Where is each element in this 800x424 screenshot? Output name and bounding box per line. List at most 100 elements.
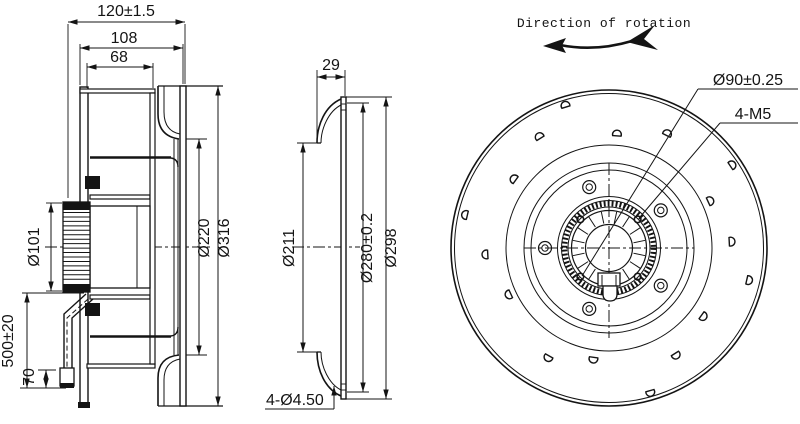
hub-spoke xyxy=(600,211,605,224)
motor-bolt-washer xyxy=(582,180,597,195)
dim-thread-holes: 4-M5 xyxy=(735,106,772,123)
hub-spoke xyxy=(572,252,585,257)
dim-arrowhead xyxy=(331,386,337,396)
balance-hole xyxy=(509,174,519,185)
balance-hole xyxy=(504,289,514,300)
balance-hole xyxy=(670,350,681,360)
hub-spoke xyxy=(629,261,641,269)
dim-arrowhead xyxy=(43,378,49,388)
bracket-arm-top xyxy=(79,88,156,94)
dimension-arrowheads xyxy=(24,19,389,406)
fins-band-bottom xyxy=(63,284,90,292)
cable-gland xyxy=(597,272,621,302)
dim-arrowhead xyxy=(43,370,49,380)
left-view-extension-lines xyxy=(20,24,207,389)
back-plate-circle xyxy=(505,144,713,352)
dim-arrowhead xyxy=(175,19,185,25)
dim-shroud-inlet-dia: Ø220 xyxy=(196,218,213,257)
dim-arrowhead xyxy=(196,139,202,149)
dim-arrowhead xyxy=(300,143,306,153)
impeller-rim-inner xyxy=(454,93,764,403)
hub-spoke xyxy=(633,252,646,257)
motor-bolt-washer xyxy=(537,240,553,256)
dim-arrowhead xyxy=(24,293,30,303)
balance-hole xyxy=(560,100,571,110)
hub-spoke xyxy=(588,216,596,228)
dim-depth-total: 120±1.5 xyxy=(97,3,155,20)
motor-bolts-group xyxy=(537,180,668,316)
shroud-curl-bottom-outer xyxy=(157,354,180,406)
power-cable xyxy=(59,293,94,388)
hub-spoke xyxy=(577,261,589,269)
balance-hole xyxy=(534,132,545,142)
dim-arrowhead xyxy=(48,281,54,291)
m5-holes-group xyxy=(576,215,642,281)
right-view-front: Ø90±0.25 4-M5 Direction of rotation xyxy=(450,16,798,407)
dim-arrowhead xyxy=(215,396,221,406)
dim-arrowhead xyxy=(300,342,306,352)
dim-hub-bolt-circle: Ø90±0.25 xyxy=(713,72,783,89)
middle-view-extension-lines xyxy=(297,70,392,400)
inlet-cone-bottom-inner xyxy=(320,351,342,391)
motor-fin-stripes xyxy=(63,212,90,280)
dim-ring-depth: 29 xyxy=(322,57,340,74)
motor-body xyxy=(89,205,151,289)
dim-flange-outer-dia: Ø298 xyxy=(383,228,400,267)
impeller-outer-rim xyxy=(450,89,768,407)
inlet-cone-top-inner xyxy=(320,104,342,144)
motor-bolt-washer xyxy=(582,301,597,316)
bolt-top xyxy=(85,176,100,189)
motor-bolt-washer xyxy=(653,278,668,293)
balance-hole xyxy=(645,388,656,397)
dim-arrowhead xyxy=(383,97,389,107)
hub-spoke xyxy=(629,227,641,235)
shroud-curl-bottom-inner xyxy=(163,358,181,406)
dim-arrowhead xyxy=(383,389,389,399)
balance-hole xyxy=(728,236,736,247)
rotation-arrow-head xyxy=(543,38,566,53)
balance-holes-group xyxy=(460,100,754,397)
dim-arrowhead xyxy=(48,203,54,213)
dim-arrowhead xyxy=(317,74,327,80)
hub-spoke xyxy=(588,268,596,280)
dim-arrowhead xyxy=(196,345,202,355)
inlet-cone-bottom-outer xyxy=(316,351,342,397)
flange-hole-section-marks xyxy=(341,103,346,391)
bracket-column xyxy=(149,92,156,365)
balance-hole xyxy=(543,353,554,363)
left-view-dimension-lines xyxy=(26,21,219,406)
dim-bolt-circle-dia: Ø280±0.2 xyxy=(359,213,376,283)
middle-view-inlet-ring: 29 Ø211 Ø280±0.2 Ø298 4-Ø4.50 xyxy=(265,57,400,410)
dim-cable-length: 500±20 xyxy=(0,314,17,367)
cable-connector-tip xyxy=(60,383,74,388)
fins-band-top xyxy=(63,202,90,210)
motor-bolt xyxy=(657,206,665,215)
balance-hole xyxy=(698,311,708,322)
dim-fins-dia: Ø101 xyxy=(26,227,43,266)
dim-arrowhead xyxy=(143,64,153,70)
motor-bolt xyxy=(657,281,665,290)
left-view-side-section: 120±1.5 108 68 Ø101 Ø220 Ø316 500±20 70 xyxy=(0,3,233,408)
hub-spoke xyxy=(633,239,646,244)
motor-bolt xyxy=(585,183,593,191)
motor-fins-block xyxy=(62,201,91,293)
hub-spoke xyxy=(577,227,589,235)
hub-spoke xyxy=(613,211,618,224)
dim-impeller-outer-dia: Ø316 xyxy=(216,218,233,257)
rotation-arrow-tail xyxy=(627,25,658,50)
dim-inner-dia: Ø211 xyxy=(281,229,298,267)
balance-hole xyxy=(727,160,737,171)
m5-hole xyxy=(576,215,585,224)
bracket-arm-lower xyxy=(89,294,151,300)
dim-arrowhead xyxy=(68,19,78,25)
balance-hole xyxy=(481,249,489,260)
m5-hole xyxy=(633,272,642,281)
inlet-ring-flange xyxy=(340,96,347,400)
balance-hole xyxy=(611,129,623,137)
dim-arrowhead xyxy=(215,86,221,96)
m5-hole xyxy=(633,215,642,224)
hub-spoke xyxy=(572,239,585,244)
dim-depth-motor: 68 xyxy=(110,49,128,66)
